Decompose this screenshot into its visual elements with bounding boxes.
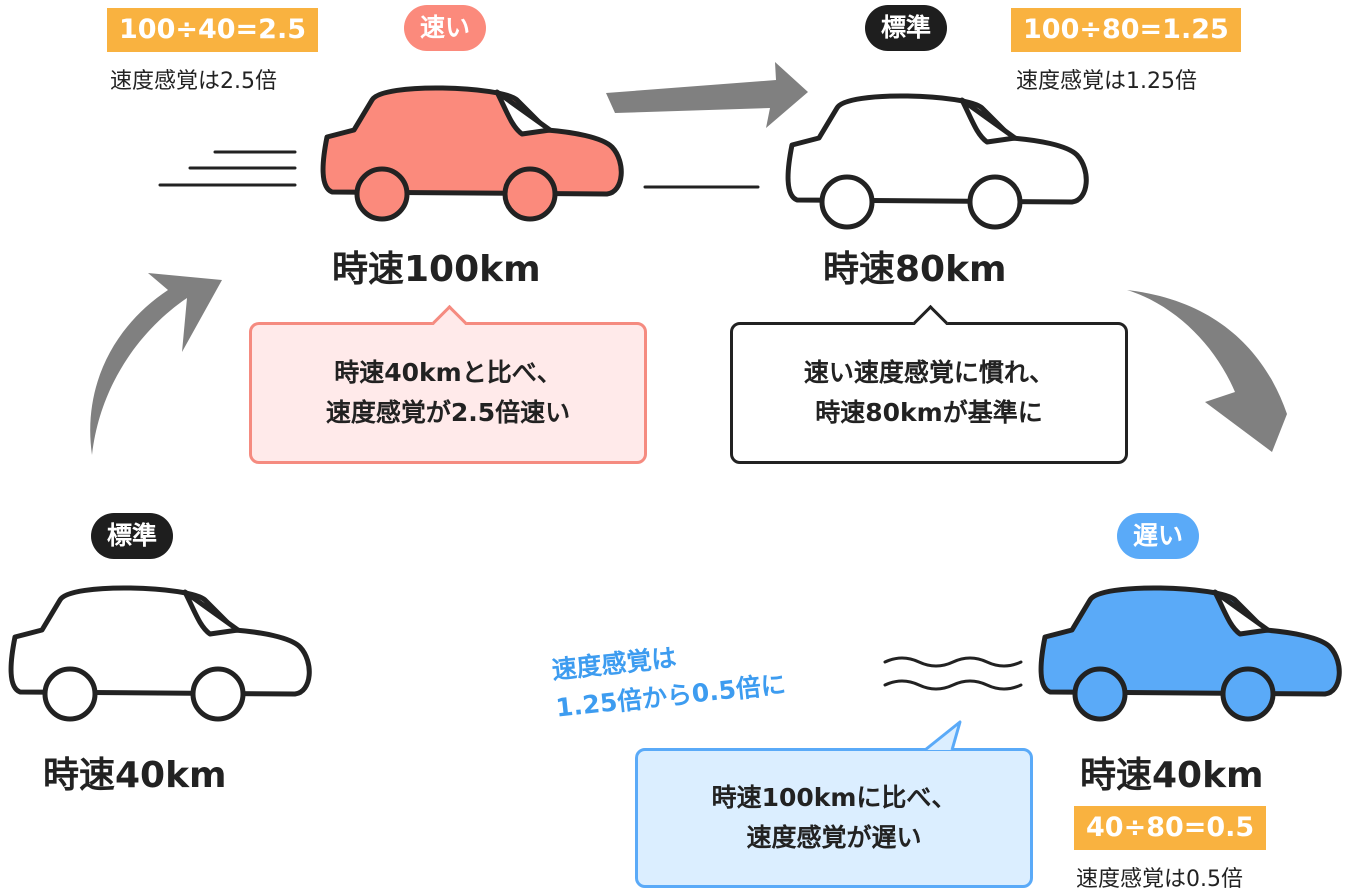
- car-window: [494, 89, 553, 137]
- note-fast: 速度感覚は2.5倍: [110, 69, 277, 94]
- formula-standard: 100÷80=1.25: [1011, 8, 1241, 52]
- speed-standard-bottom: 時速40km: [43, 755, 227, 796]
- bubble-line: 時速100kmに比べ、: [711, 783, 957, 812]
- speed-fast: 時速100km: [332, 249, 541, 290]
- car-white-bottom: [8, 585, 312, 722]
- badge-standard-bottom: 標準: [91, 513, 174, 559]
- car-window: [1212, 589, 1271, 637]
- car-wheel: [502, 166, 558, 222]
- note-slow: 速度感覚は0.5倍: [1076, 867, 1243, 892]
- wavy-line: [883, 679, 1023, 691]
- speed-slow: 時速40km: [1080, 755, 1264, 796]
- bubble-line: 速い速度感覚に慣れ、: [803, 358, 1055, 387]
- car-wheel: [1072, 666, 1128, 722]
- badge-slow: 遅い: [1117, 513, 1200, 559]
- bubble-line: 速度感覚が2.5倍速い: [325, 398, 571, 427]
- arrow-right: [606, 62, 808, 128]
- car-white-top: [785, 93, 1089, 230]
- note-standard: 速度感覚は1.25倍: [1016, 69, 1197, 94]
- formula-slow: 40÷80=0.5: [1074, 806, 1267, 850]
- car-body: [320, 85, 624, 197]
- speed-standard-top: 時速80km: [823, 249, 1007, 290]
- car-wheel: [190, 666, 246, 722]
- bubble-standard: 速い速度感覚に慣れ、 時速80kmが基準に: [730, 322, 1128, 464]
- bubble-line: 速度感覚が遅い: [746, 823, 922, 852]
- car-body: [8, 585, 312, 697]
- badge-standard-top: 標準: [865, 5, 948, 51]
- badge-fast: 速い: [404, 5, 487, 51]
- bubble-line: 時速80kmが基準に: [815, 398, 1043, 427]
- car-body: [785, 93, 1089, 205]
- car-window: [959, 97, 1018, 145]
- arrow-down-curve: [1127, 290, 1287, 452]
- bubble-fast: 時速40kmと比べ、 速度感覚が2.5倍速い: [249, 322, 647, 464]
- car-wheel: [354, 166, 410, 222]
- car-wheel: [819, 174, 875, 230]
- car-body: [1038, 585, 1342, 697]
- arrow-up-curve: [90, 273, 222, 455]
- bubble-line: 時速40kmと比べ、: [334, 358, 562, 387]
- bubble-slow: 時速100kmに比べ、 速度感覚が遅い: [635, 748, 1033, 888]
- car-wheel: [42, 666, 98, 722]
- wavy-line: [883, 656, 1023, 668]
- car-blue: [1038, 585, 1342, 722]
- car-wheel: [1220, 666, 1276, 722]
- car-window: [182, 589, 241, 637]
- formula-fast: 100÷40=2.5: [107, 8, 319, 52]
- car-wheel: [967, 174, 1023, 230]
- car-red: [320, 85, 624, 222]
